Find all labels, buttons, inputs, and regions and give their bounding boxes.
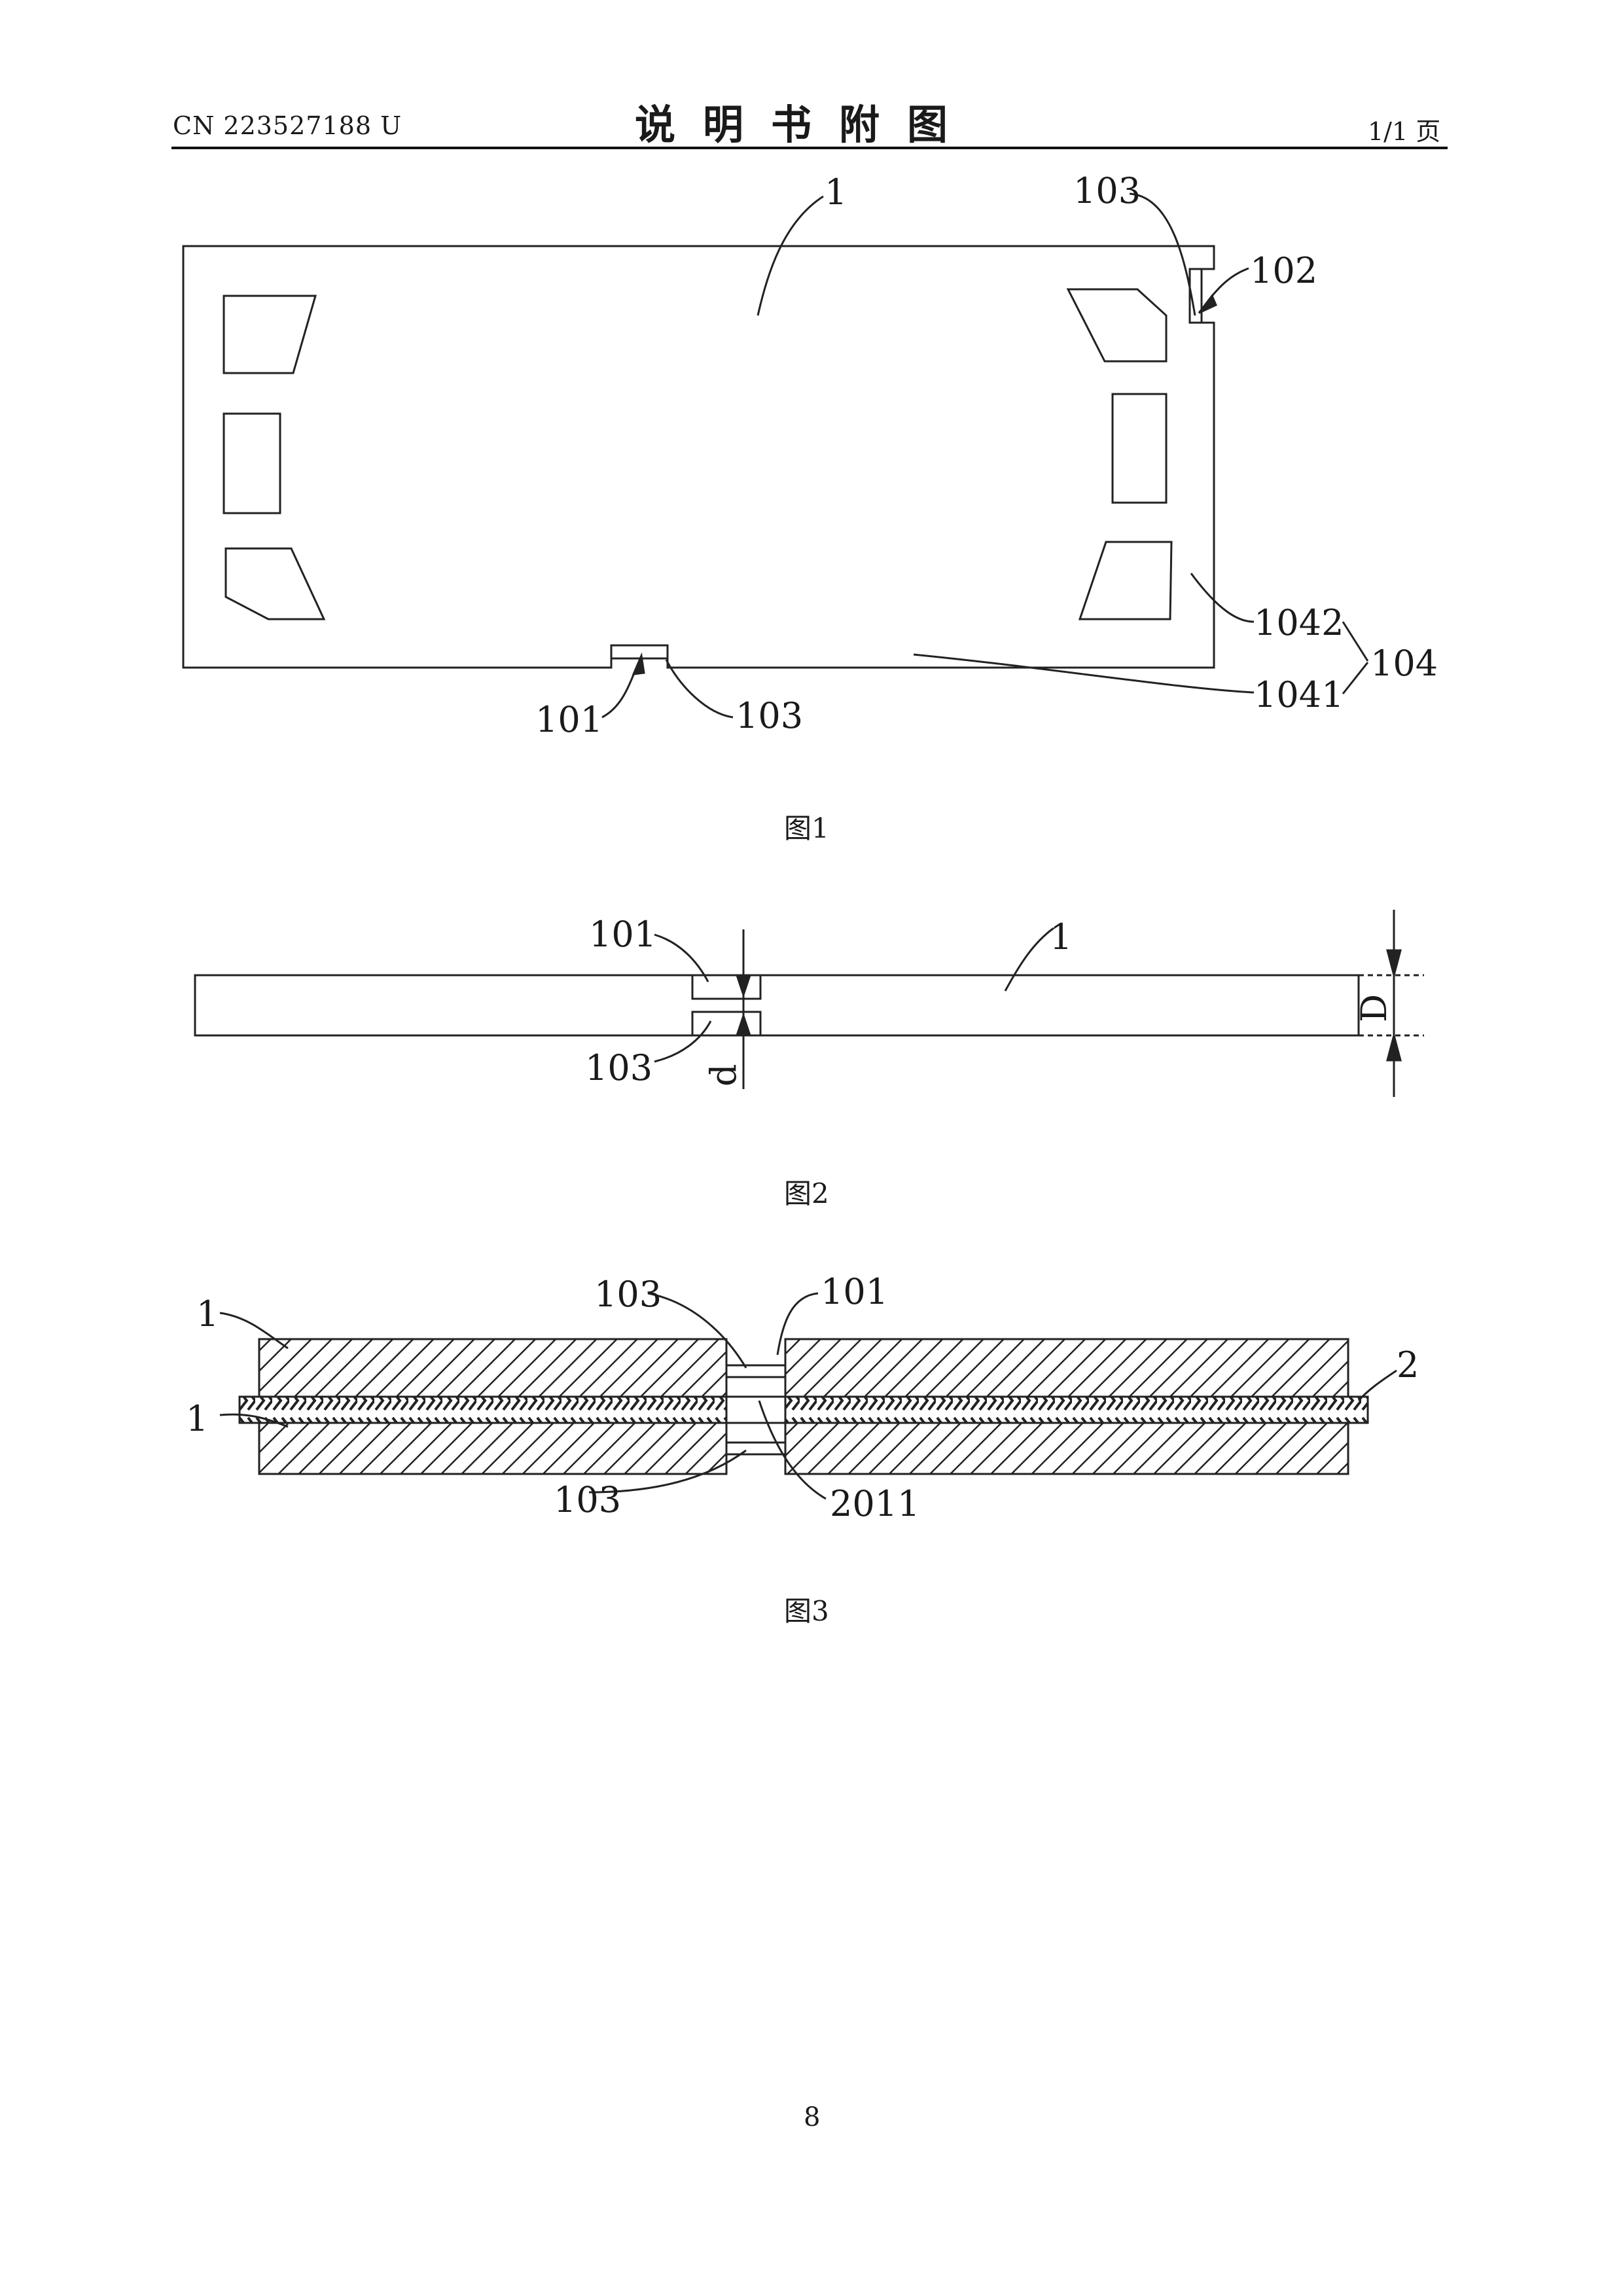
page-number: 8 (804, 2102, 820, 2132)
figure-3 (220, 1293, 1397, 1499)
arrow-D-bottom (1387, 1035, 1400, 1060)
fig2-label-101: 101 (589, 914, 656, 955)
leader-103-top (1130, 194, 1195, 315)
plate-side-view (195, 975, 1359, 1035)
figure-2 (195, 910, 1424, 1097)
fig3-label-2011: 2011 (830, 1483, 919, 1524)
cutout-left-top (224, 296, 315, 373)
arrow-d-top (737, 975, 750, 995)
fig2-label-103: 103 (585, 1047, 652, 1088)
leader-1042 (1191, 573, 1254, 622)
cutout-right-bottom (1080, 542, 1171, 619)
fig2-dim-D: D (1353, 994, 1395, 1022)
cutout-right-mid (1113, 394, 1166, 503)
fig1-label-103-top: 103 (1073, 170, 1141, 211)
cutout-right-top (1068, 289, 1166, 361)
layer-1-bottom-left (259, 1423, 726, 1474)
fig3-label-103-top: 103 (594, 1274, 662, 1315)
fig1-label-103-bottom: 103 (736, 695, 803, 736)
layer-1-bottom-right (785, 1423, 1348, 1474)
notch-101 (611, 645, 668, 658)
plate-outline (183, 246, 1214, 668)
fig1-label-101: 101 (535, 699, 603, 740)
figure-2-caption: 图2 (784, 1172, 829, 1211)
leader-104-b (1343, 662, 1368, 694)
layer-2-right (785, 1397, 1368, 1423)
layer-1-top-left (259, 1339, 726, 1397)
layer-1-top-right (785, 1339, 1348, 1397)
fig3-label-1-mid: 1 (186, 1398, 208, 1439)
fig1-label-1041: 1041 (1254, 674, 1344, 715)
figure-1 (183, 194, 1368, 717)
leader-1041 (914, 655, 1254, 692)
leader-1-fig2 (1005, 928, 1054, 991)
fig3-label-103-bottom: 103 (554, 1479, 621, 1520)
figure-1-caption: 图1 (784, 806, 829, 846)
leader-104-a (1343, 622, 1368, 661)
leader-101 (602, 664, 638, 717)
leader-103-fig2 (654, 1021, 711, 1062)
fig3-label-1-top: 1 (196, 1293, 219, 1335)
cutout-left-bottom (226, 548, 324, 619)
fig2-dim-d: d (703, 1064, 744, 1086)
notch-101-side (692, 975, 760, 999)
fig3-label-2: 2 (1397, 1344, 1419, 1386)
fig2-label-1: 1 (1050, 916, 1072, 958)
fig1-label-102: 102 (1250, 250, 1317, 291)
arrow-d-bottom (737, 1016, 750, 1035)
cutout-left-mid (224, 414, 280, 513)
fig3-label-101: 101 (821, 1271, 888, 1312)
arrow-D-top (1387, 950, 1400, 975)
layer-2-left (240, 1397, 726, 1423)
figure-3-caption: 图3 (784, 1589, 829, 1629)
fig1-label-1042: 1042 (1254, 602, 1344, 643)
fig1-label-104: 104 (1370, 643, 1438, 684)
leader-1 (758, 196, 823, 315)
fig1-label-1: 1 (825, 171, 847, 213)
